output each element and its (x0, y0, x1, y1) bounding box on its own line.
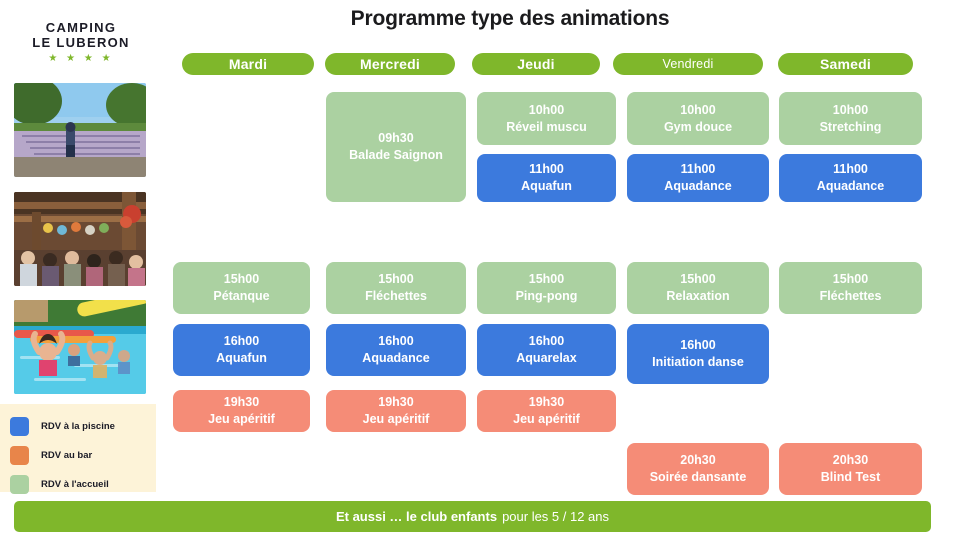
photo-lavender-field (14, 83, 146, 177)
activity-name: Aquadance (362, 351, 430, 365)
day-header-samedi[interactable]: Samedi (778, 53, 913, 75)
activity-time: 19h30 (378, 395, 414, 409)
activity-name: Soirée dansante (649, 470, 747, 484)
activity-name: Aquadance (664, 179, 732, 193)
legend-swatch-pool (10, 416, 29, 436)
activity-time: 16h00 (378, 334, 414, 348)
legend-panel: RDV à la piscine RDV au bar RDV à l'accu… (0, 404, 156, 494)
footer-banner: Et aussi … le club enfants pour les 5 / … (14, 501, 931, 532)
activity-time: 15h00 (832, 272, 869, 286)
activity-name: Stretching (819, 119, 882, 134)
activity-name: Initiation danse (652, 355, 744, 369)
brand-line-2: LE LUBERON (32, 35, 130, 50)
activity-time: 15h00 (378, 272, 414, 286)
legend-item-bar: RDV au bar (10, 442, 156, 468)
activity-name: Jeu apéritif (362, 412, 430, 426)
footer-bold-text: Et aussi … le club enfants (335, 509, 498, 524)
activity-time: 15h00 (223, 272, 260, 286)
activity-time: 10h00 (528, 102, 565, 117)
activity-name: Balade Saignon (349, 148, 443, 162)
legend-label-bar: RDV au bar (41, 449, 93, 461)
legend-item-pool: RDV à la piscine (10, 413, 156, 439)
activity-name: Fléchettes (819, 289, 882, 303)
activity-time: 11h00 (680, 162, 716, 176)
activity-time: 09h30 (378, 131, 414, 145)
footer-regular-text: pour les 5 / 12 ans (502, 509, 610, 524)
brand-line-1: CAMPING (45, 20, 117, 35)
activity-time: 19h30 (223, 395, 260, 409)
day-header-mercredi[interactable]: Mercredi (325, 53, 455, 75)
page-title: Programme type des animations (350, 7, 670, 30)
day-header-vendredi[interactable]: Vendredi (613, 53, 763, 75)
photo-pool-aquagym (14, 300, 146, 394)
activity-name: Aquafun (521, 179, 572, 193)
activity-time: 16h00 (223, 334, 260, 348)
activity-time: 11h00 (833, 162, 868, 176)
legend-swatch-welcome (10, 474, 29, 494)
activity-name: Gym douce (663, 119, 733, 134)
activity-time: 20h30 (832, 453, 869, 467)
activity-name: Relaxation (666, 289, 730, 303)
day-header-mardi[interactable]: Mardi (182, 53, 314, 75)
activity-name: Aquadance (816, 179, 885, 193)
legend-swatch-bar (10, 445, 29, 465)
activity-time: 20h30 (680, 453, 716, 467)
activity-time: 10h00 (832, 102, 869, 117)
activity-name: Blind Test (820, 470, 881, 484)
brand-stars-icon: ★ ★ ★ ★ (48, 53, 114, 64)
activity-name: Ping-pong (515, 289, 578, 303)
legend-item-welcome: RDV à l'accueil (10, 471, 156, 497)
activity-time: 19h30 (528, 395, 565, 409)
brand-logo: CAMPING LE LUBERON ★ ★ ★ ★ (14, 20, 148, 64)
activity-name: Aquarelax (516, 351, 577, 365)
legend-label-welcome: RDV à l'accueil (41, 478, 109, 490)
photo-bar-terrace (14, 192, 146, 286)
activity-name: Jeu apéritif (513, 412, 580, 426)
activity-time: 10h00 (680, 102, 716, 117)
activity-name: Jeu apéritif (208, 412, 275, 426)
activity-name: Réveil muscu (506, 119, 587, 134)
activity-time: 15h00 (528, 272, 565, 286)
activity-time: 11h00 (529, 162, 564, 176)
activity-name: Pétanque (213, 289, 270, 303)
legend-label-pool: RDV à la piscine (41, 420, 115, 432)
activity-name: Fléchettes (365, 289, 427, 303)
activity-time: 16h00 (680, 338, 716, 352)
activity-time: 16h00 (528, 334, 565, 348)
day-header-jeudi[interactable]: Jeudi (472, 53, 600, 75)
activity-time: 15h00 (680, 272, 716, 286)
activity-name: Aquafun (216, 351, 267, 365)
